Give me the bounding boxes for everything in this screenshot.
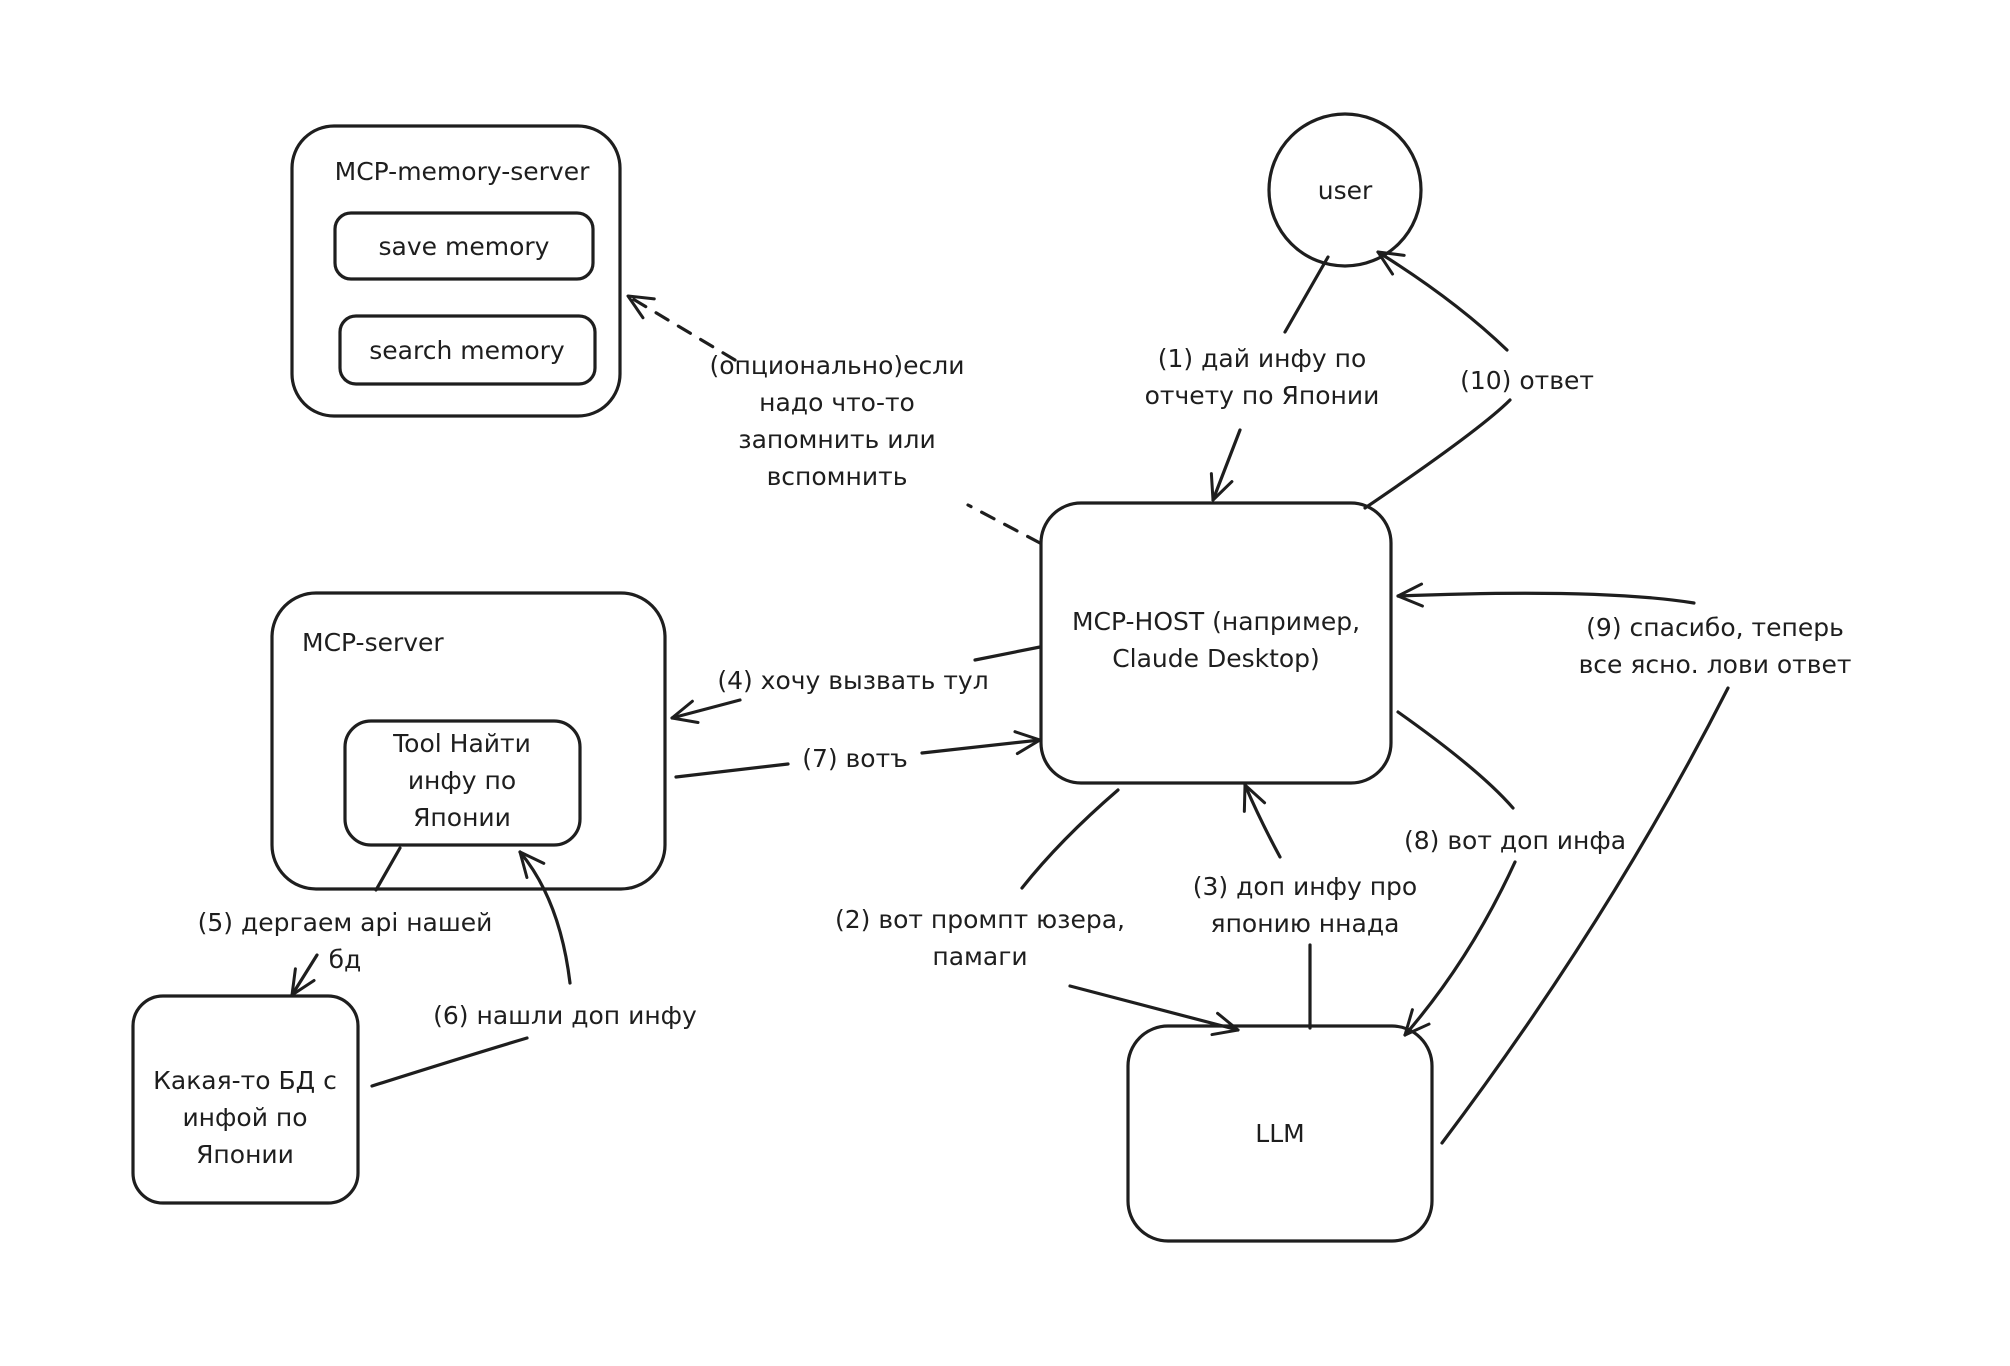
save-memory-box[interactable] <box>333 211 595 281</box>
mcp-host-box[interactable] <box>1039 501 1393 785</box>
tool-label-line-3: Японии <box>413 803 511 832</box>
edge-10-segment-top[interactable] <box>1376 250 1509 352</box>
edge-4-host-to-server[interactable]: (4) хочу вызвать тул <box>670 645 1042 724</box>
edge-1-segment-top[interactable] <box>1283 255 1330 334</box>
edge-8-segment-top[interactable] <box>1396 710 1515 810</box>
edge-1-label-line-1: (1) дай инфу по <box>1158 344 1367 373</box>
edge-5-tool-to-db[interactable]: (5) дергаем api нашей бд <box>198 846 493 997</box>
edge-10-host-to-user[interactable]: (10) ответ <box>1363 250 1594 510</box>
user-label: user <box>1318 176 1373 205</box>
edge-2-label-line-2: памаги <box>932 942 1027 971</box>
mcp-memory-server-title: MCP-memory-server <box>335 157 590 186</box>
edge-optional-label-line-4: вспомнить <box>767 462 908 491</box>
mcp-host-label-line-2: Claude Desktop) <box>1112 644 1320 673</box>
edge-7-server-to-host[interactable]: (7) вотъ <box>674 730 1042 779</box>
edge-9-llm-to-host[interactable]: (9) спасибо, теперь все ясно. лови ответ <box>1396 582 1852 1145</box>
edge-4-label: (4) хочу вызвать тул <box>717 666 988 695</box>
search-memory-tool[interactable]: search memory <box>338 314 597 386</box>
edge-1-user-to-host[interactable]: (1) дай инфу по отчету по Японии <box>1145 255 1380 502</box>
edge-1-segment-bottom[interactable] <box>1209 428 1242 502</box>
edge-5-label-line-1: (5) дергаем api нашей <box>198 908 493 937</box>
tool-find-japan-info[interactable]: Tool Найти инфу по Японии <box>343 719 582 847</box>
edge-optional-memory[interactable]: (опционально)если надо что-то запомнить … <box>626 294 1042 545</box>
edge-7-segment-right[interactable] <box>920 730 1042 756</box>
database-label-line-1: Какая-то БД с <box>153 1066 337 1095</box>
edge-6-segment-bottom[interactable] <box>370 1036 529 1088</box>
edge-2-segment-top[interactable] <box>1020 788 1120 890</box>
edge-1-label-line-2: отчету по Японии <box>1145 381 1380 410</box>
edge-3-llm-to-host[interactable]: (3) доп инфу про японию ннада <box>1193 783 1417 1030</box>
edge-optional-segment-memory[interactable] <box>626 294 737 362</box>
edge-9-segment-bottom[interactable] <box>1440 686 1730 1145</box>
llm-node[interactable]: LLM <box>1126 1024 1434 1243</box>
edge-6-db-to-tool[interactable]: (6) нашли доп инфу <box>370 850 697 1088</box>
user-node[interactable]: user <box>1267 112 1423 268</box>
edge-6-label: (6) нашли доп инфу <box>433 1001 697 1030</box>
edge-optional-label-line-1: (опционально)если <box>709 351 964 380</box>
edge-9-segment-top[interactable] <box>1396 582 1696 608</box>
mcp-host-node[interactable]: MCP-HOST (например, Claude Desktop) <box>1039 501 1393 785</box>
edge-5-segment-bottom[interactable] <box>290 953 319 997</box>
edge-6-segment-top[interactable] <box>518 850 572 985</box>
edge-2-label-line-1: (2) вот промпт юзера, <box>835 905 1125 934</box>
mcp-memory-server-node[interactable]: MCP-memory-server save memory search mem… <box>290 124 622 418</box>
mcp-host-label-line-1: MCP-HOST (например, <box>1072 607 1360 636</box>
database-label-line-3: Японии <box>196 1140 294 1169</box>
edge-10-label: (10) ответ <box>1460 366 1594 395</box>
edge-10-segment-bottom[interactable] <box>1363 398 1512 510</box>
save-memory-label: save memory <box>379 232 550 261</box>
database-box[interactable] <box>131 994 360 1205</box>
save-memory-tool[interactable]: save memory <box>333 211 595 281</box>
edge-2-host-to-llm[interactable]: (2) вот промпт юзера, памаги <box>835 788 1240 1037</box>
edge-optional-label-line-3: запомнить или <box>738 425 935 454</box>
edge-8-label: (8) вот доп инфа <box>1404 826 1626 855</box>
tool-label-line-2: инфу по <box>408 766 516 795</box>
llm-box[interactable] <box>1126 1024 1434 1243</box>
database-label-line-2: инфой по <box>182 1103 307 1132</box>
edge-3-label-line-2: японию ннада <box>1211 909 1400 938</box>
edge-4-segment-left[interactable] <box>670 698 742 724</box>
edge-optional-label-line-2: надо что-то <box>759 388 915 417</box>
search-memory-label: search memory <box>369 336 565 365</box>
edge-9-label-line-2: все ясно. лови ответ <box>1579 650 1852 679</box>
edge-9-label-line-1: (9) спасибо, теперь <box>1586 613 1844 642</box>
search-memory-box[interactable] <box>338 314 597 386</box>
edge-8-host-to-llm[interactable]: (8) вот доп инфа <box>1396 710 1626 1037</box>
edge-optional-segment-host[interactable] <box>966 503 1042 545</box>
edge-2-segment-bottom[interactable] <box>1068 984 1240 1037</box>
edge-5-label-line-2: бд <box>329 945 362 974</box>
edge-7-segment-left[interactable] <box>674 762 790 779</box>
mcp-server-title: MCP-server <box>302 628 444 657</box>
edge-3-segment-top[interactable] <box>1242 783 1282 859</box>
tool-label-line-1: Tool Найти <box>392 729 531 758</box>
user-circle[interactable] <box>1267 112 1423 268</box>
edge-4-segment-right[interactable] <box>973 645 1042 662</box>
database-node[interactable]: Какая-то БД с инфой по Японии <box>131 994 360 1205</box>
edge-8-segment-bottom[interactable] <box>1403 860 1517 1037</box>
llm-label: LLM <box>1255 1119 1304 1148</box>
tool-box[interactable] <box>343 719 582 847</box>
edge-3-label-line-1: (3) доп инфу про <box>1193 872 1417 901</box>
edge-7-label: (7) вотъ <box>802 744 908 773</box>
edge-5-segment-top[interactable] <box>374 846 402 892</box>
mcp-server-node[interactable]: MCP-server Tool Найти инфу по Японии <box>270 591 667 891</box>
